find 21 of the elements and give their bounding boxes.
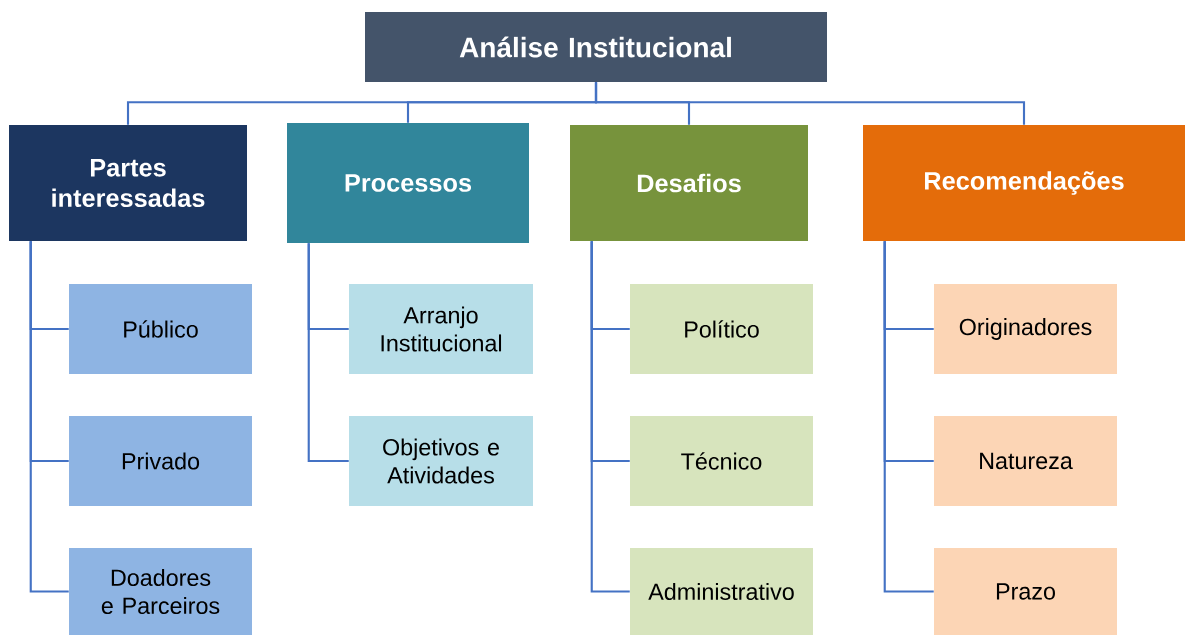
item-box: Técnico xyxy=(630,416,813,506)
item-box: Originadores xyxy=(934,284,1117,374)
connector-line xyxy=(594,82,1026,125)
connector-line xyxy=(883,241,934,593)
title-box: Análise Institucional xyxy=(365,12,827,82)
category-box: Desafios xyxy=(570,125,808,241)
item-box: Doadores e Parceiros xyxy=(69,548,252,635)
connector-line xyxy=(307,243,349,463)
category-box: Processos xyxy=(287,123,529,243)
category-box: Partes interessadas xyxy=(9,125,247,241)
connector-line xyxy=(29,241,69,593)
item-box: Administrativo xyxy=(630,548,813,635)
item-box: Objetivos e Atividades xyxy=(349,416,533,506)
item-box: Natureza xyxy=(934,416,1117,506)
connector-line xyxy=(590,241,630,593)
item-box: Privado xyxy=(69,416,252,506)
item-box: Público xyxy=(69,284,252,374)
item-box: Prazo xyxy=(934,548,1117,635)
category-box: Recomendações xyxy=(863,125,1185,241)
item-box: Político xyxy=(630,284,813,374)
item-box: Arranjo Institucional xyxy=(349,284,533,374)
